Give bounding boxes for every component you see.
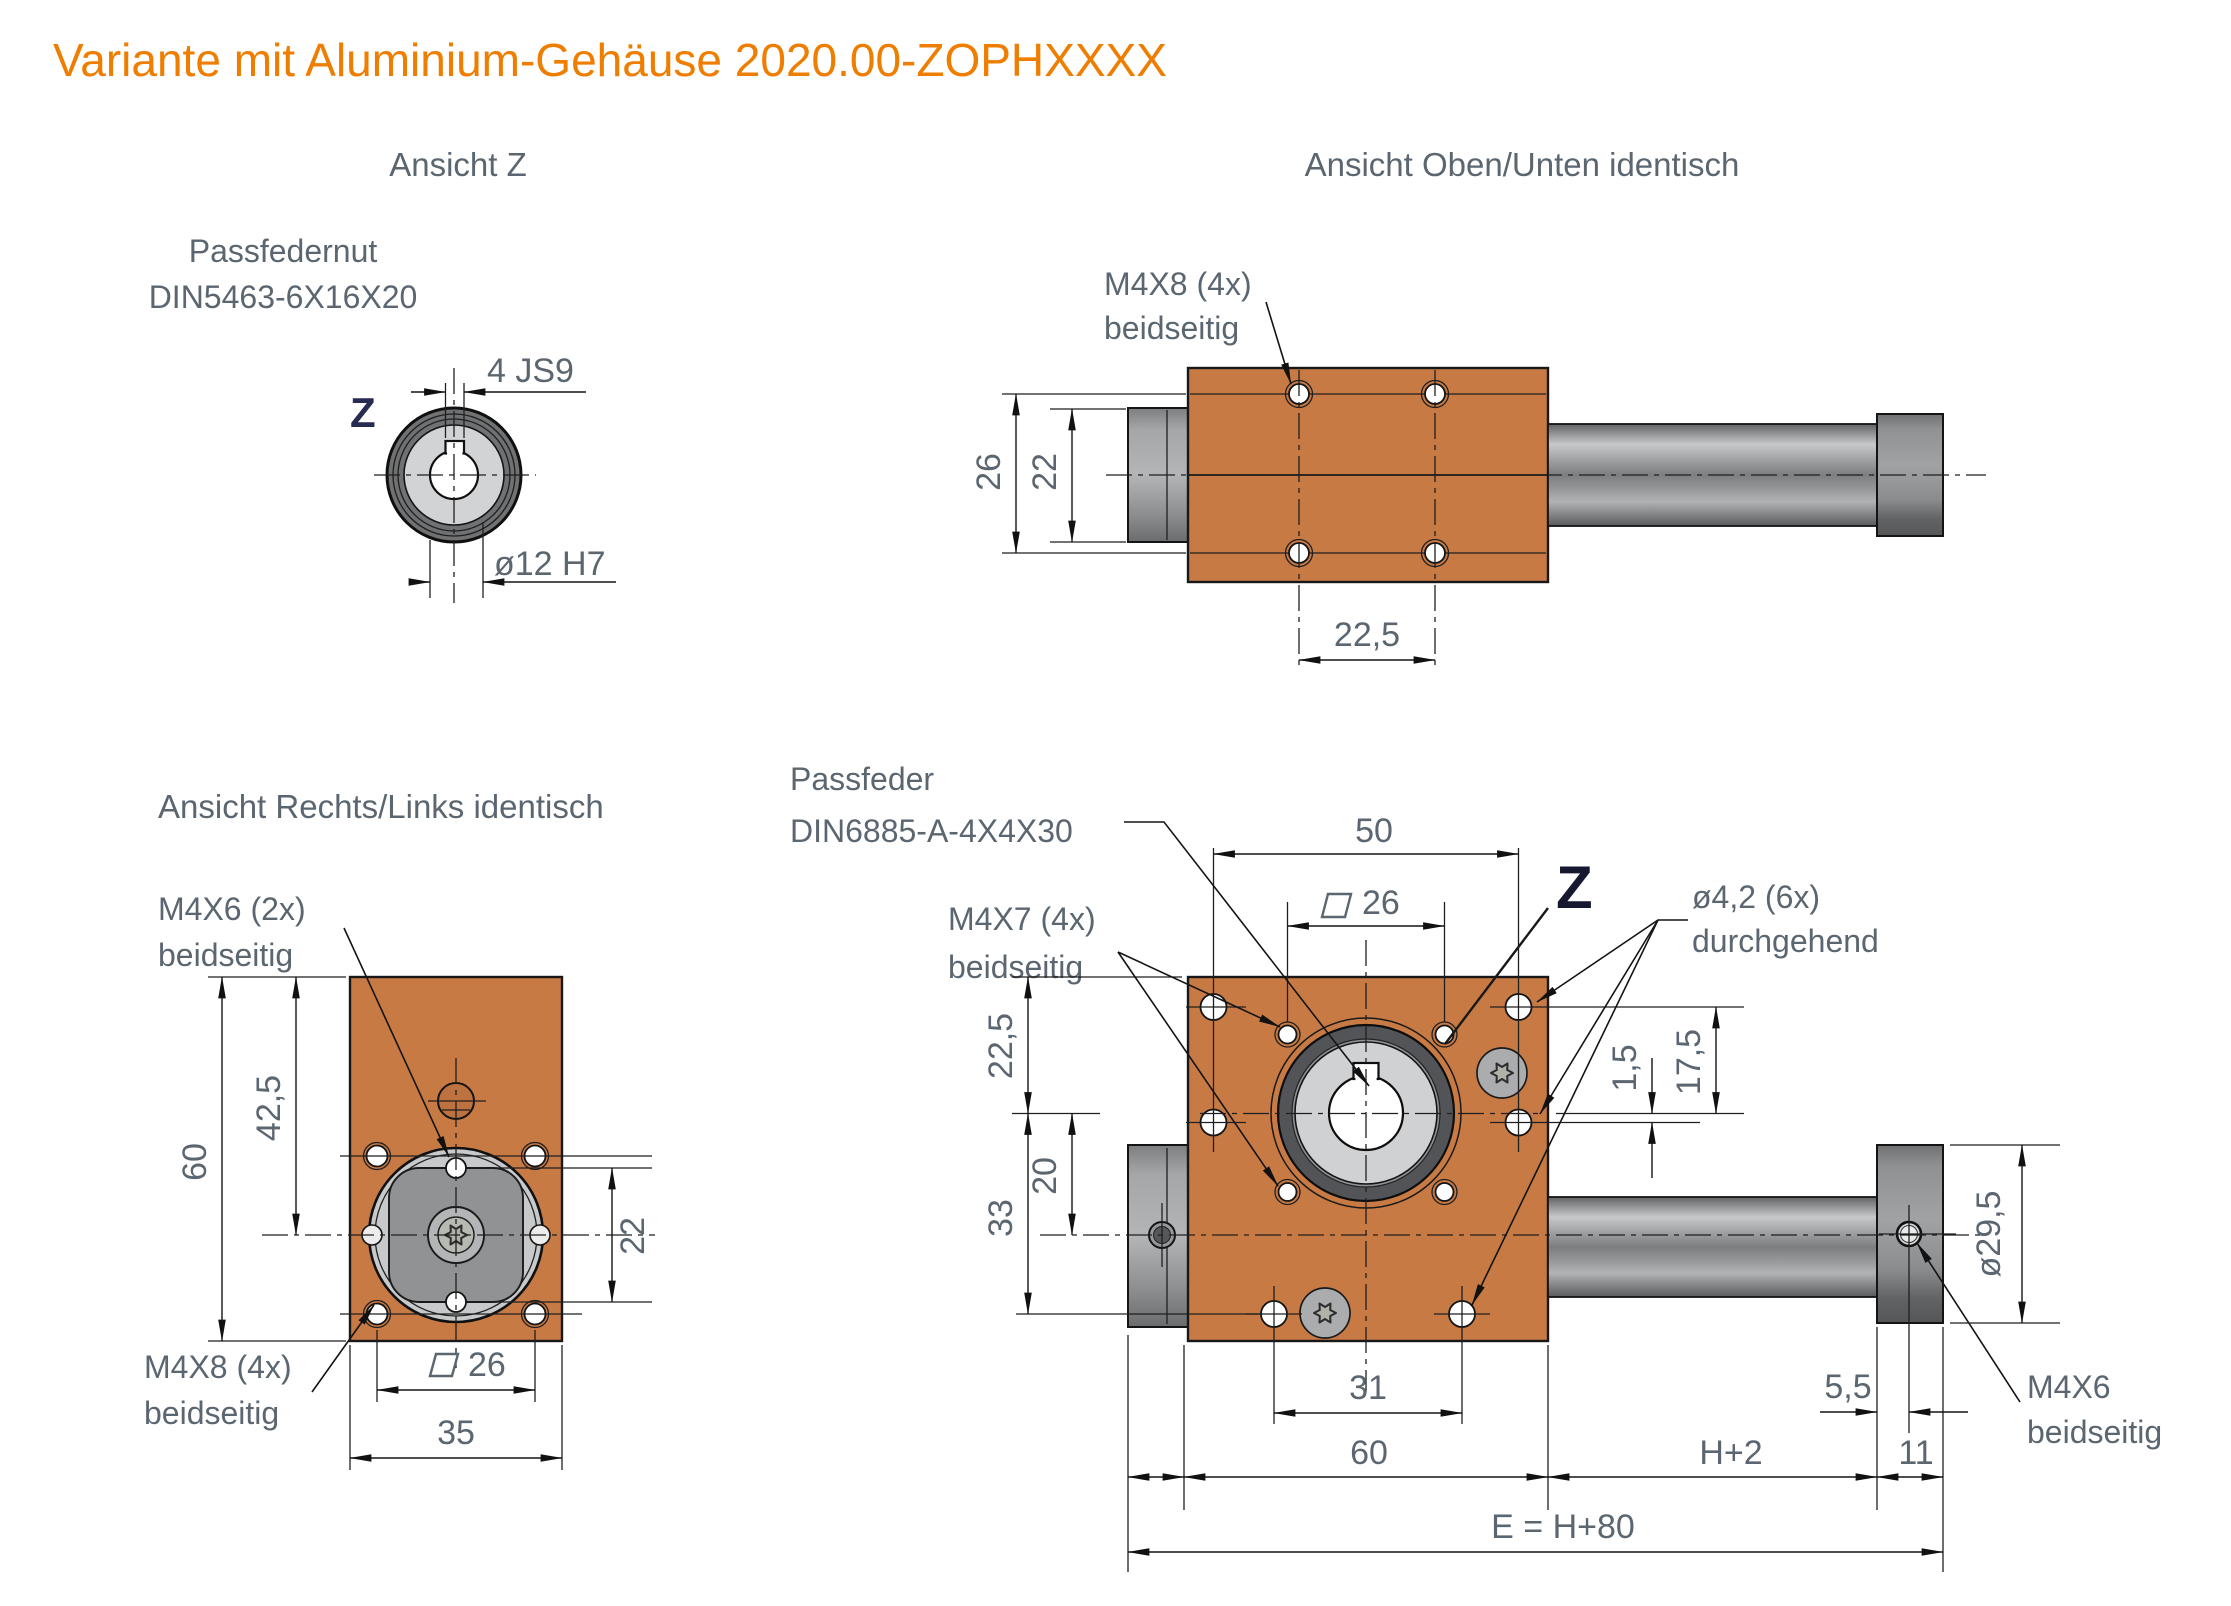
view-top-note-line1: M4X8 (4x): [1104, 266, 1252, 302]
dim-total-text: E = H+80: [1491, 1508, 1635, 1546]
dim-total: E = H+80: [1127, 1508, 1944, 1556]
note-passfeder-line1: Passfeder: [790, 761, 934, 797]
dim-keyway-text: 4 JS9: [487, 352, 574, 390]
dim-20-text: 20: [1026, 1157, 1064, 1195]
dim-bore-text: ø12 H7: [494, 545, 606, 583]
dim-stroke-text: H+2: [1699, 1434, 1762, 1472]
dim-square-26-front: 26: [1286, 884, 1446, 930]
dim-60-front-text: 60: [1350, 1434, 1388, 1472]
view-top: Ansicht Oben/Unten identisch M4X8 (4x) b…: [970, 146, 1986, 668]
dim-22-5-text: 22,5: [1334, 616, 1400, 654]
dim-26: 26: [970, 393, 1186, 554]
spindle-front: [1547, 1196, 1878, 1298]
leader-m4x8: [311, 1304, 375, 1393]
view-top-note-line2: beidseitig: [1104, 310, 1239, 346]
dim-bore-dia: ø12 H7: [408, 522, 616, 598]
leader-m4x7-a: [1117, 951, 1281, 1028]
dim-42-5-text: 42,5: [250, 1075, 288, 1141]
dim-22: 22: [1026, 408, 1126, 543]
dim-5-5: 5,5: [1820, 1368, 1968, 1416]
dim-chain: 60 H+2 11: [1127, 1327, 1944, 1572]
view-z-note-line1: Passfedernut: [189, 233, 378, 269]
dim-11-text: 11: [1898, 1434, 1933, 1472]
clamp-block-hole: [1148, 1203, 1176, 1267]
dim-22-side: 22: [476, 1167, 652, 1303]
note-m4x6-line1: M4X6 (2x): [158, 891, 306, 927]
dim-1-5-text: 1,5: [1606, 1044, 1644, 1091]
view-side-title: Ansicht Rechts/Links identisch: [158, 788, 604, 825]
dim-35: 35: [349, 1345, 563, 1470]
dim-50-text: 50: [1355, 812, 1393, 850]
square-symbol-icon: [1320, 892, 1353, 919]
note-m4x7-line1: M4X7 (4x): [948, 901, 1096, 937]
page-title: Variante mit Aluminium-Gehäuse 2020.00-Z…: [53, 34, 1167, 86]
note-m4x7-line2: beidseitig: [948, 949, 1083, 985]
view-front-marker-z: Z: [1556, 854, 1593, 921]
view-top-title: Ansicht Oben/Unten identisch: [1305, 146, 1740, 183]
note-via-line2: durchgehend: [1692, 923, 1879, 959]
leader-m4x8: [1265, 301, 1292, 385]
note-m4x6-line2: beidseitig: [158, 937, 293, 973]
view-side: Ansicht Rechts/Links identisch M4X6 (2x)…: [144, 788, 655, 1470]
dim-cap-dia: ø29,5: [1950, 1144, 2060, 1324]
dim-42-5: 42,5: [250, 976, 300, 1236]
dim-22-side-text: 22: [614, 1217, 652, 1255]
dim-31-text: 31: [1349, 1369, 1387, 1407]
dim-17-5-text: 17,5: [1670, 1029, 1708, 1095]
note-via-line1: ø4,2 (6x): [1692, 879, 1820, 915]
dim-22-5-front-text: 22,5: [982, 1013, 1020, 1079]
leader-passfeder: [1124, 821, 1370, 1087]
leader-m4x6: [343, 927, 450, 1158]
dim-35-text: 35: [437, 1414, 475, 1452]
dim-17-5: 17,5: [1670, 1006, 1720, 1115]
leader-via-b: [1539, 919, 1659, 1115]
dim-22-text: 22: [1026, 453, 1064, 491]
note-m4x8-line2: beidseitig: [144, 1395, 279, 1431]
dim-60-text: 60: [176, 1143, 214, 1181]
dim-22-5-front: 22,5: [982, 976, 1032, 1115]
torx-screw-lower: [1299, 1287, 1351, 1339]
dim-square-26: 26: [376, 1330, 536, 1402]
note-m4x8-line1: M4X8 (4x): [144, 1349, 292, 1385]
dim-cap-dia-text: ø29,5: [1970, 1191, 2008, 1278]
view-z-note-line2: DIN5463-6X16X20: [149, 279, 418, 315]
dim-50: 50: [1212, 812, 1520, 858]
dim-5-5-text: 5,5: [1824, 1368, 1871, 1406]
dim-20: 20: [1026, 1112, 1076, 1236]
view-detail-z: Ansicht Z Passfedernut DIN5463-6X16X20 Z…: [149, 146, 616, 603]
dim-keyway-width: 4 JS9: [411, 352, 586, 438]
view-front: Passfeder DIN6885-A-4X4X30 M4X7 (4x) bei…: [790, 761, 2162, 1572]
view-z-title: Ansicht Z: [389, 146, 527, 183]
leader-z: [1444, 907, 1549, 1045]
dim-33-text: 33: [982, 1199, 1020, 1237]
dim-33: 33: [982, 1112, 1032, 1315]
note-capscrew-line2: beidseitig: [2027, 1414, 2162, 1450]
dim-22-5: 22,5: [1298, 616, 1436, 664]
square-symbol-icon: [428, 1352, 460, 1378]
end-cap-screw-hole: [1879, 1205, 1956, 1433]
dim-60: 60: [176, 976, 346, 1342]
dim-26-text: 26: [970, 453, 1008, 491]
note-passfeder-line2: DIN6885-A-4X4X30: [790, 813, 1073, 849]
dim-square-text: 26: [468, 1346, 506, 1384]
dim-square-front-text: 26: [1362, 884, 1400, 922]
torx-screw-upper: [1476, 1047, 1528, 1099]
dim-31: 31: [1273, 1369, 1463, 1417]
dim-1-5: 1,5: [1606, 1044, 1656, 1178]
note-capscrew-line1: M4X6: [2027, 1369, 2111, 1405]
leader-via-a: [1536, 919, 1688, 1003]
leader-m4x7-b: [1117, 951, 1279, 1187]
view-z-marker: Z: [350, 389, 376, 436]
leader-via-c: [1471, 919, 1659, 1306]
